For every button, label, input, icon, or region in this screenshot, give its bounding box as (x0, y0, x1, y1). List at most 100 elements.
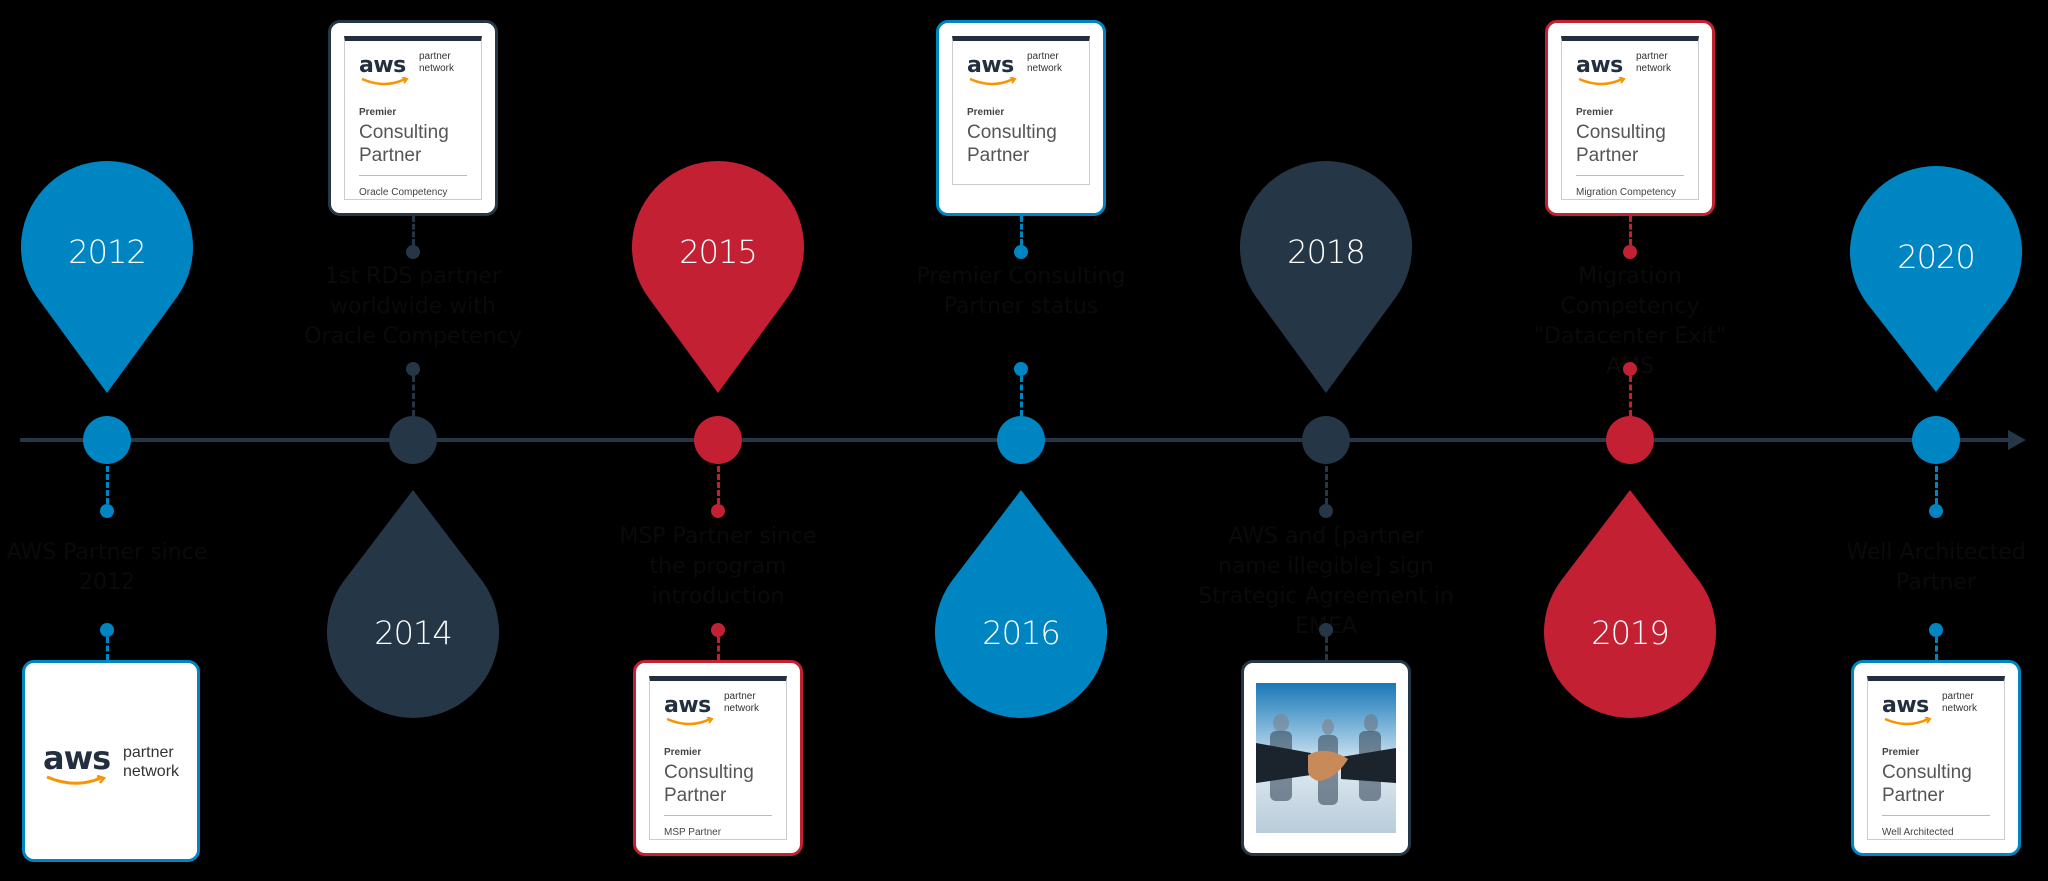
connector-line (1628, 216, 1632, 245)
badge-tier: Premier (1882, 747, 1920, 758)
timeline-node-2019 (1606, 416, 1654, 464)
connector-line (411, 216, 415, 245)
aws-logo: aws (1882, 693, 1942, 727)
aws-wordmark: aws (967, 53, 1014, 78)
connector-dot (1319, 504, 1333, 518)
connector-line (1934, 637, 1938, 660)
connector-dot (1929, 504, 1943, 518)
badge-title-2: Partner (664, 785, 727, 806)
badge-title-1: Consulting (359, 122, 449, 143)
event-description: 1st RDS partner worldwide with Oracle Co… (304, 264, 522, 349)
aws-wordmark: aws (1882, 693, 1929, 718)
aws-logo: aws (967, 53, 1027, 87)
badge-subtitle: Well Architected (1882, 827, 1954, 838)
timeline-node-2015 (694, 416, 742, 464)
aws-logo: aws (1576, 53, 1636, 87)
connector-dot (1319, 623, 1333, 637)
aws-logo: aws (664, 693, 724, 727)
map-pin-icon (21, 161, 194, 393)
year-label: 2014 (374, 614, 452, 652)
year-drop-2016: 2016 (933, 490, 1109, 720)
badge-tier: Premier (359, 107, 397, 118)
connector-line (1019, 376, 1023, 416)
connector-dot (1623, 362, 1637, 376)
connector-dot (100, 504, 114, 518)
drop-pin-icon (935, 490, 1107, 718)
connector-dot (406, 362, 420, 376)
badge-tier: Premier (664, 747, 702, 758)
logo-sub-1: partner (123, 744, 174, 761)
year-label: 2020 (1897, 238, 1975, 276)
year-label: 2018 (1287, 233, 1365, 271)
map-pin-icon (1850, 166, 2022, 392)
aws-smile-icon (1578, 77, 1626, 86)
timeline-node-2018 (1302, 416, 1350, 464)
handshake-icon (1256, 714, 1396, 805)
logo-sub-2: network (123, 763, 180, 780)
year-label: 2015 (679, 233, 757, 271)
aws-smile-icon (969, 77, 1017, 86)
event-description: Well Architected Partner (1846, 540, 2026, 595)
drop-pin-icon (327, 490, 499, 718)
connector-dot (711, 504, 725, 518)
badge-subtitle: Migration Competency (1576, 187, 1677, 198)
logo-sub-1: partner (724, 691, 756, 702)
year-drop-2019: 2019 (1542, 490, 1718, 720)
logo-sub-1: partner (419, 51, 451, 62)
badge-subtitle: MSP Partner (664, 827, 722, 838)
year-label: 2019 (1591, 614, 1669, 652)
logo-sub-2: network (724, 703, 760, 714)
year-pin-2018: 2018 (1238, 155, 1414, 395)
timeline-node-2016 (997, 416, 1045, 464)
connector-dot (1014, 362, 1028, 376)
badge-tier: Premier (1576, 107, 1614, 118)
year-pin-2020: 2020 (1848, 160, 2024, 400)
timeline-node-2012 (83, 416, 131, 464)
year-pin-2012: 2012 (19, 155, 195, 395)
badge-title-2: Partner (967, 145, 1030, 166)
connector-line (716, 466, 720, 504)
connector-line (1628, 376, 1632, 416)
logo-sub-2: network (1636, 63, 1672, 74)
badge-title-1: Consulting (1882, 762, 1972, 783)
aws-smile-icon (46, 775, 107, 785)
aws-smile-icon (1884, 717, 1932, 726)
drop-pin-icon (1544, 490, 1716, 718)
connector-dot (1014, 245, 1028, 259)
aws-wordmark: aws (359, 53, 406, 78)
badge-divider (359, 175, 467, 176)
timeline-node-2014 (389, 416, 437, 464)
badge-divider (664, 815, 772, 816)
badge-title-1: Consulting (664, 762, 754, 783)
logo-sub-1: partner (1942, 691, 1974, 702)
aws-smile-icon (666, 717, 714, 726)
logo-sub-1: partner (1636, 51, 1668, 62)
map-pin-icon (1240, 161, 1412, 393)
connector-line (105, 466, 109, 504)
connector-line (105, 637, 109, 660)
event-description: AWS Partner since 2012 (6, 540, 208, 595)
timeline-node-2020 (1912, 416, 1960, 464)
photo-card-2018 (1241, 660, 1411, 856)
connector-line (1019, 216, 1023, 245)
badge-title-2: Partner (1882, 785, 1945, 806)
connector-line (411, 376, 415, 416)
year-label: 2016 (982, 614, 1060, 652)
map-pin-icon (632, 161, 804, 393)
